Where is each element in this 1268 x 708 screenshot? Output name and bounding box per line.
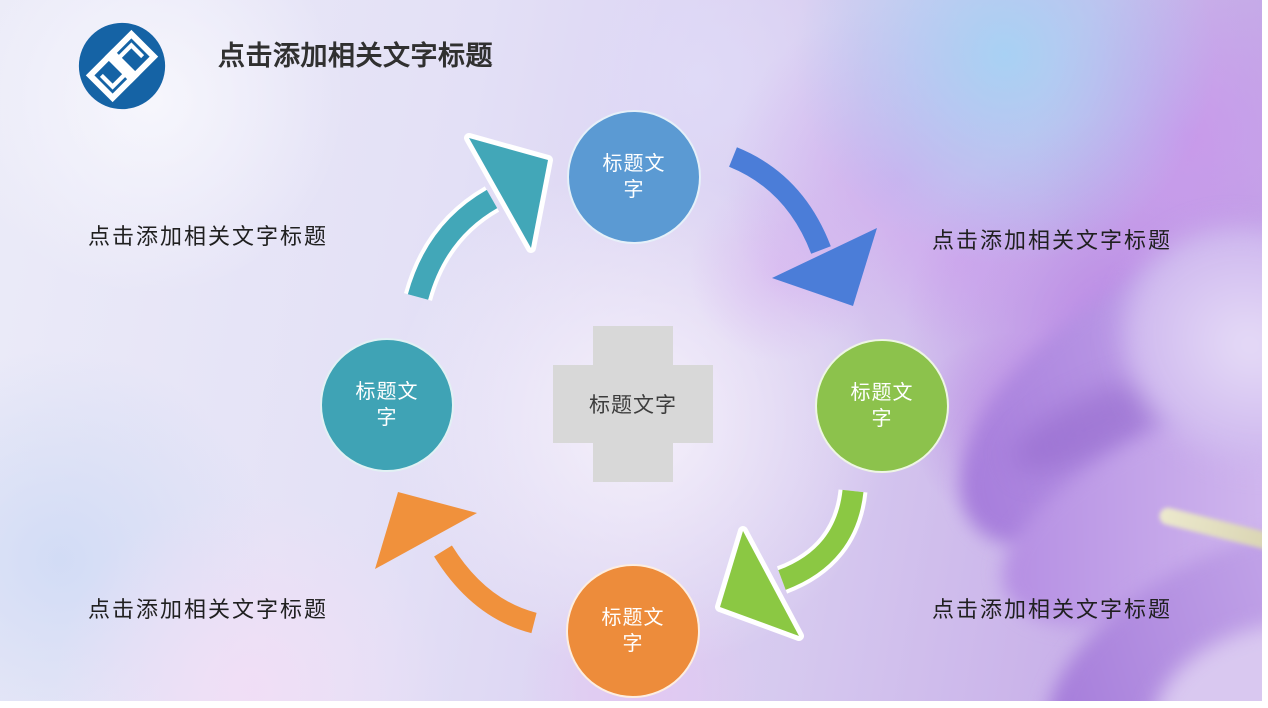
arrow-top-left[interactable]	[404, 133, 553, 302]
china-mobile-logo[interactable]	[77, 21, 167, 111]
node-left-circle[interactable]: 标题文字	[320, 338, 454, 472]
node-bottom-circle[interactable]: 标题文字	[566, 564, 700, 698]
caption-bottom-left[interactable]: 点击添加相关文字标题	[88, 597, 329, 622]
node-label: 标题文字	[355, 381, 419, 429]
center-label: 标题文字	[589, 394, 677, 417]
logo-interlock-pattern	[85, 29, 159, 103]
node-label: 标题文字	[602, 153, 666, 201]
center-plus-shape[interactable]: 标题文字	[553, 326, 713, 482]
caption-top-right[interactable]: 点击添加相关文字标题	[932, 228, 1173, 253]
arrow-bottom-right[interactable]	[715, 488, 868, 641]
plus-horizontal-bar	[553, 365, 713, 443]
node-top-circle[interactable]: 标题文字	[567, 110, 701, 244]
node-label: 标题文字	[601, 607, 665, 655]
arrow-bottom-left[interactable]	[375, 492, 537, 634]
arrow-top-right[interactable]	[728, 147, 877, 306]
caption-top-left[interactable]: 点击添加相关文字标题	[88, 224, 329, 249]
node-label: 标题文字	[850, 382, 914, 430]
node-right-circle[interactable]: 标题文字	[815, 339, 949, 473]
caption-bottom-right[interactable]: 点击添加相关文字标题	[932, 597, 1173, 622]
slide-title[interactable]: 点击添加相关文字标题	[218, 41, 493, 71]
slide-edge-bottom	[0, 701, 1268, 708]
slide-edge-right	[1262, 0, 1268, 708]
